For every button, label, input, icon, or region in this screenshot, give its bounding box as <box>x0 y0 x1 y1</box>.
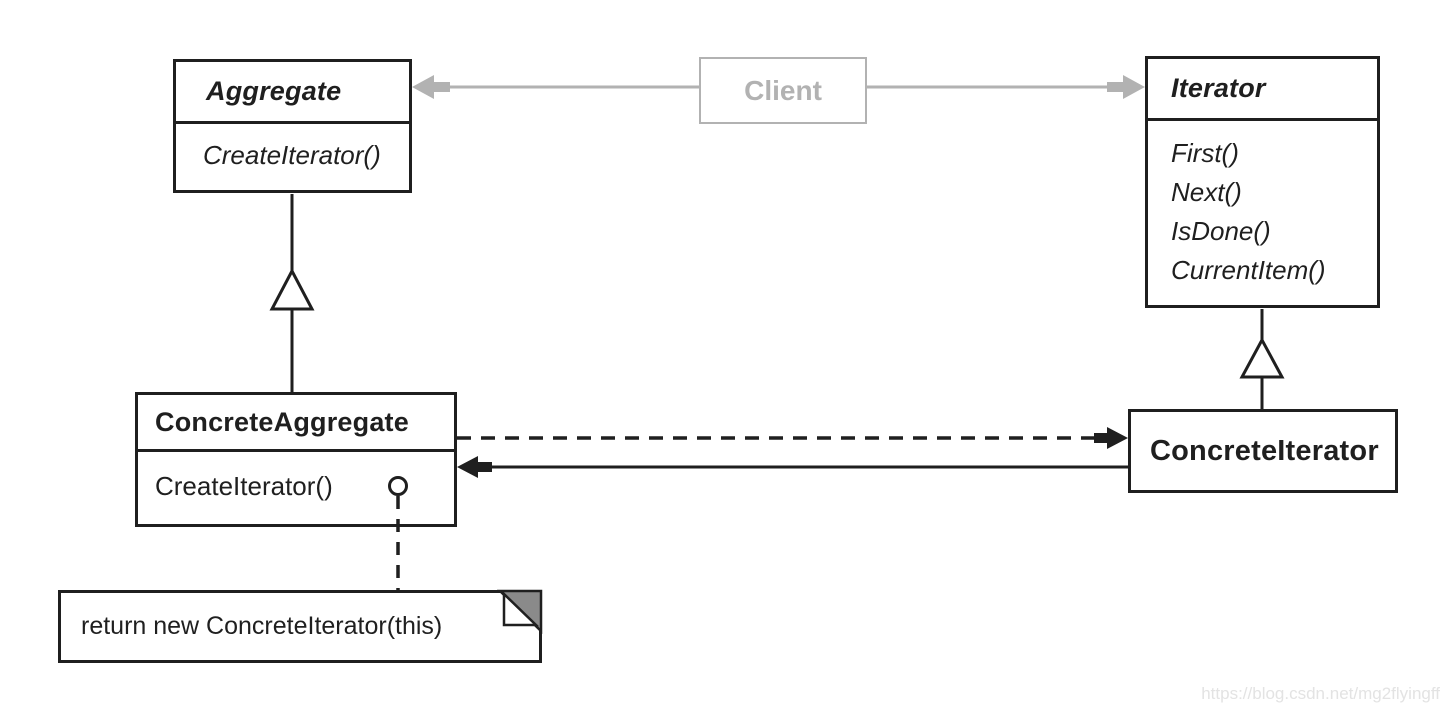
inheritance-triangle-icon <box>269 267 315 311</box>
method-iterator-next: Next() <box>1171 177 1242 207</box>
watermark-text: https://blog.csdn.net/mg2flyingff <box>1201 684 1440 703</box>
class-box-concrete-iterator: ConcreteIterator <box>1128 409 1398 493</box>
concrete-aggregate-methods: CreateIterator() <box>138 452 454 521</box>
class-name-iterator: Iterator <box>1148 59 1377 121</box>
association-client-iterator <box>867 75 1145 99</box>
filled-right-arrowhead-icon <box>1094 427 1128 449</box>
association-client-aggregate <box>412 75 699 99</box>
class-box-client: Client <box>699 57 867 124</box>
aggregate-methods: CreateIterator() <box>176 124 409 187</box>
gray-left-arrowhead-icon <box>412 75 450 99</box>
inheritance-concrete-aggregate <box>269 194 315 393</box>
association-concrete-iterator-aggregate <box>457 456 1128 478</box>
method-concrete-aggregate-createiterator: CreateIterator() <box>155 471 333 501</box>
class-box-iterator: Iterator First() Next() IsDone() Current… <box>1145 56 1380 308</box>
method-iterator-currentitem: CurrentItem() <box>1171 255 1326 285</box>
class-name-concrete-aggregate: ConcreteAggregate <box>138 395 454 452</box>
filled-left-arrowhead-icon <box>457 456 492 478</box>
iterator-methods: First() Next() IsDone() CurrentItem() <box>1148 121 1377 290</box>
method-aggregate-createiterator: CreateIterator() <box>203 140 381 170</box>
class-name-client: Client <box>744 74 822 106</box>
inheritance-concrete-iterator <box>1239 309 1285 410</box>
method-iterator-isdone: IsDone() <box>1171 216 1271 246</box>
creates-dashed-arrow <box>457 427 1128 449</box>
class-name-aggregate: Aggregate <box>176 62 409 124</box>
inheritance-triangle-icon <box>1239 336 1285 379</box>
class-name-concrete-iterator: ConcreteIterator <box>1150 434 1379 467</box>
class-box-aggregate: Aggregate CreateIterator() <box>173 59 412 193</box>
method-iterator-first: First() <box>1171 138 1239 168</box>
note-text: return new ConcreteIterator(this) <box>81 612 443 640</box>
note-box: return new ConcreteIterator(this) <box>58 590 542 663</box>
gray-right-arrowhead-icon <box>1107 75 1145 99</box>
class-box-concrete-aggregate: ConcreteAggregate CreateIterator() <box>135 392 457 527</box>
